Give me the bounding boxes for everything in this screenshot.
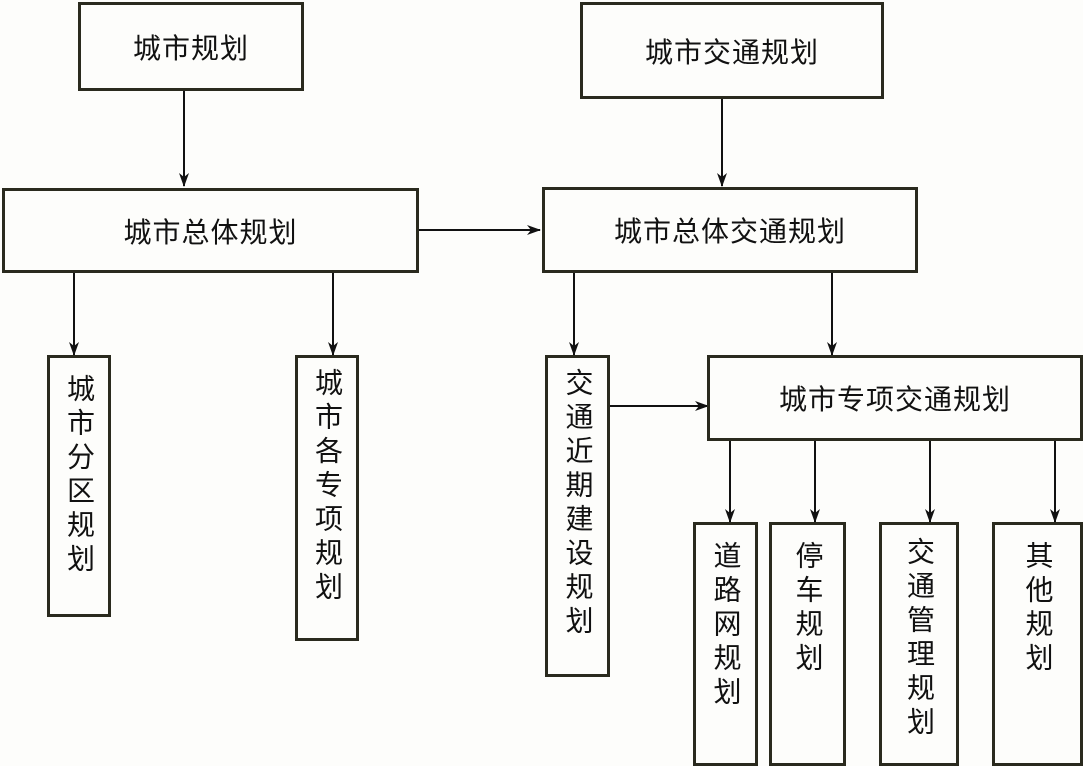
node-specialized-transport-plan: 城市专项交通规划 — [707, 355, 1083, 441]
node-label: 交通近期建设规划 — [561, 368, 595, 640]
node-label: 城市各专项规划 — [311, 368, 344, 606]
node-label: 城市总体规划 — [123, 215, 298, 249]
node-label: 交通管理规划 — [903, 537, 936, 741]
node-near-term-transport-construction-plan: 交通近期建设规划 — [545, 355, 610, 677]
node-district-plan: 城市分区规划 — [47, 355, 111, 617]
node-label: 停车规划 — [791, 541, 825, 677]
node-label: 城市专项交通规划 — [778, 383, 1011, 416]
node-label: 其他规划 — [1021, 541, 1055, 677]
node-sectoral-plans: 城市各专项规划 — [295, 355, 359, 641]
node-label: 城市分区规划 — [63, 374, 96, 578]
node-urban-master-transport-plan: 城市总体交通规划 — [542, 187, 918, 273]
node-urban-planning: 城市规划 — [78, 2, 304, 91]
node-other-plans: 其他规划 — [992, 522, 1083, 766]
node-road-network-plan: 道路网规划 — [693, 522, 758, 766]
node-urban-master-plan: 城市总体规划 — [2, 188, 419, 273]
node-traffic-management-plan: 交通管理规划 — [879, 522, 959, 766]
node-parking-plan: 停车规划 — [769, 522, 846, 766]
node-label: 道路网规划 — [709, 541, 743, 711]
node-label: 城市交通规划 — [644, 35, 819, 69]
node-label: 城市规划 — [132, 31, 249, 65]
node-urban-transport-planning: 城市交通规划 — [580, 2, 884, 99]
node-label: 城市总体交通规划 — [613, 215, 846, 248]
